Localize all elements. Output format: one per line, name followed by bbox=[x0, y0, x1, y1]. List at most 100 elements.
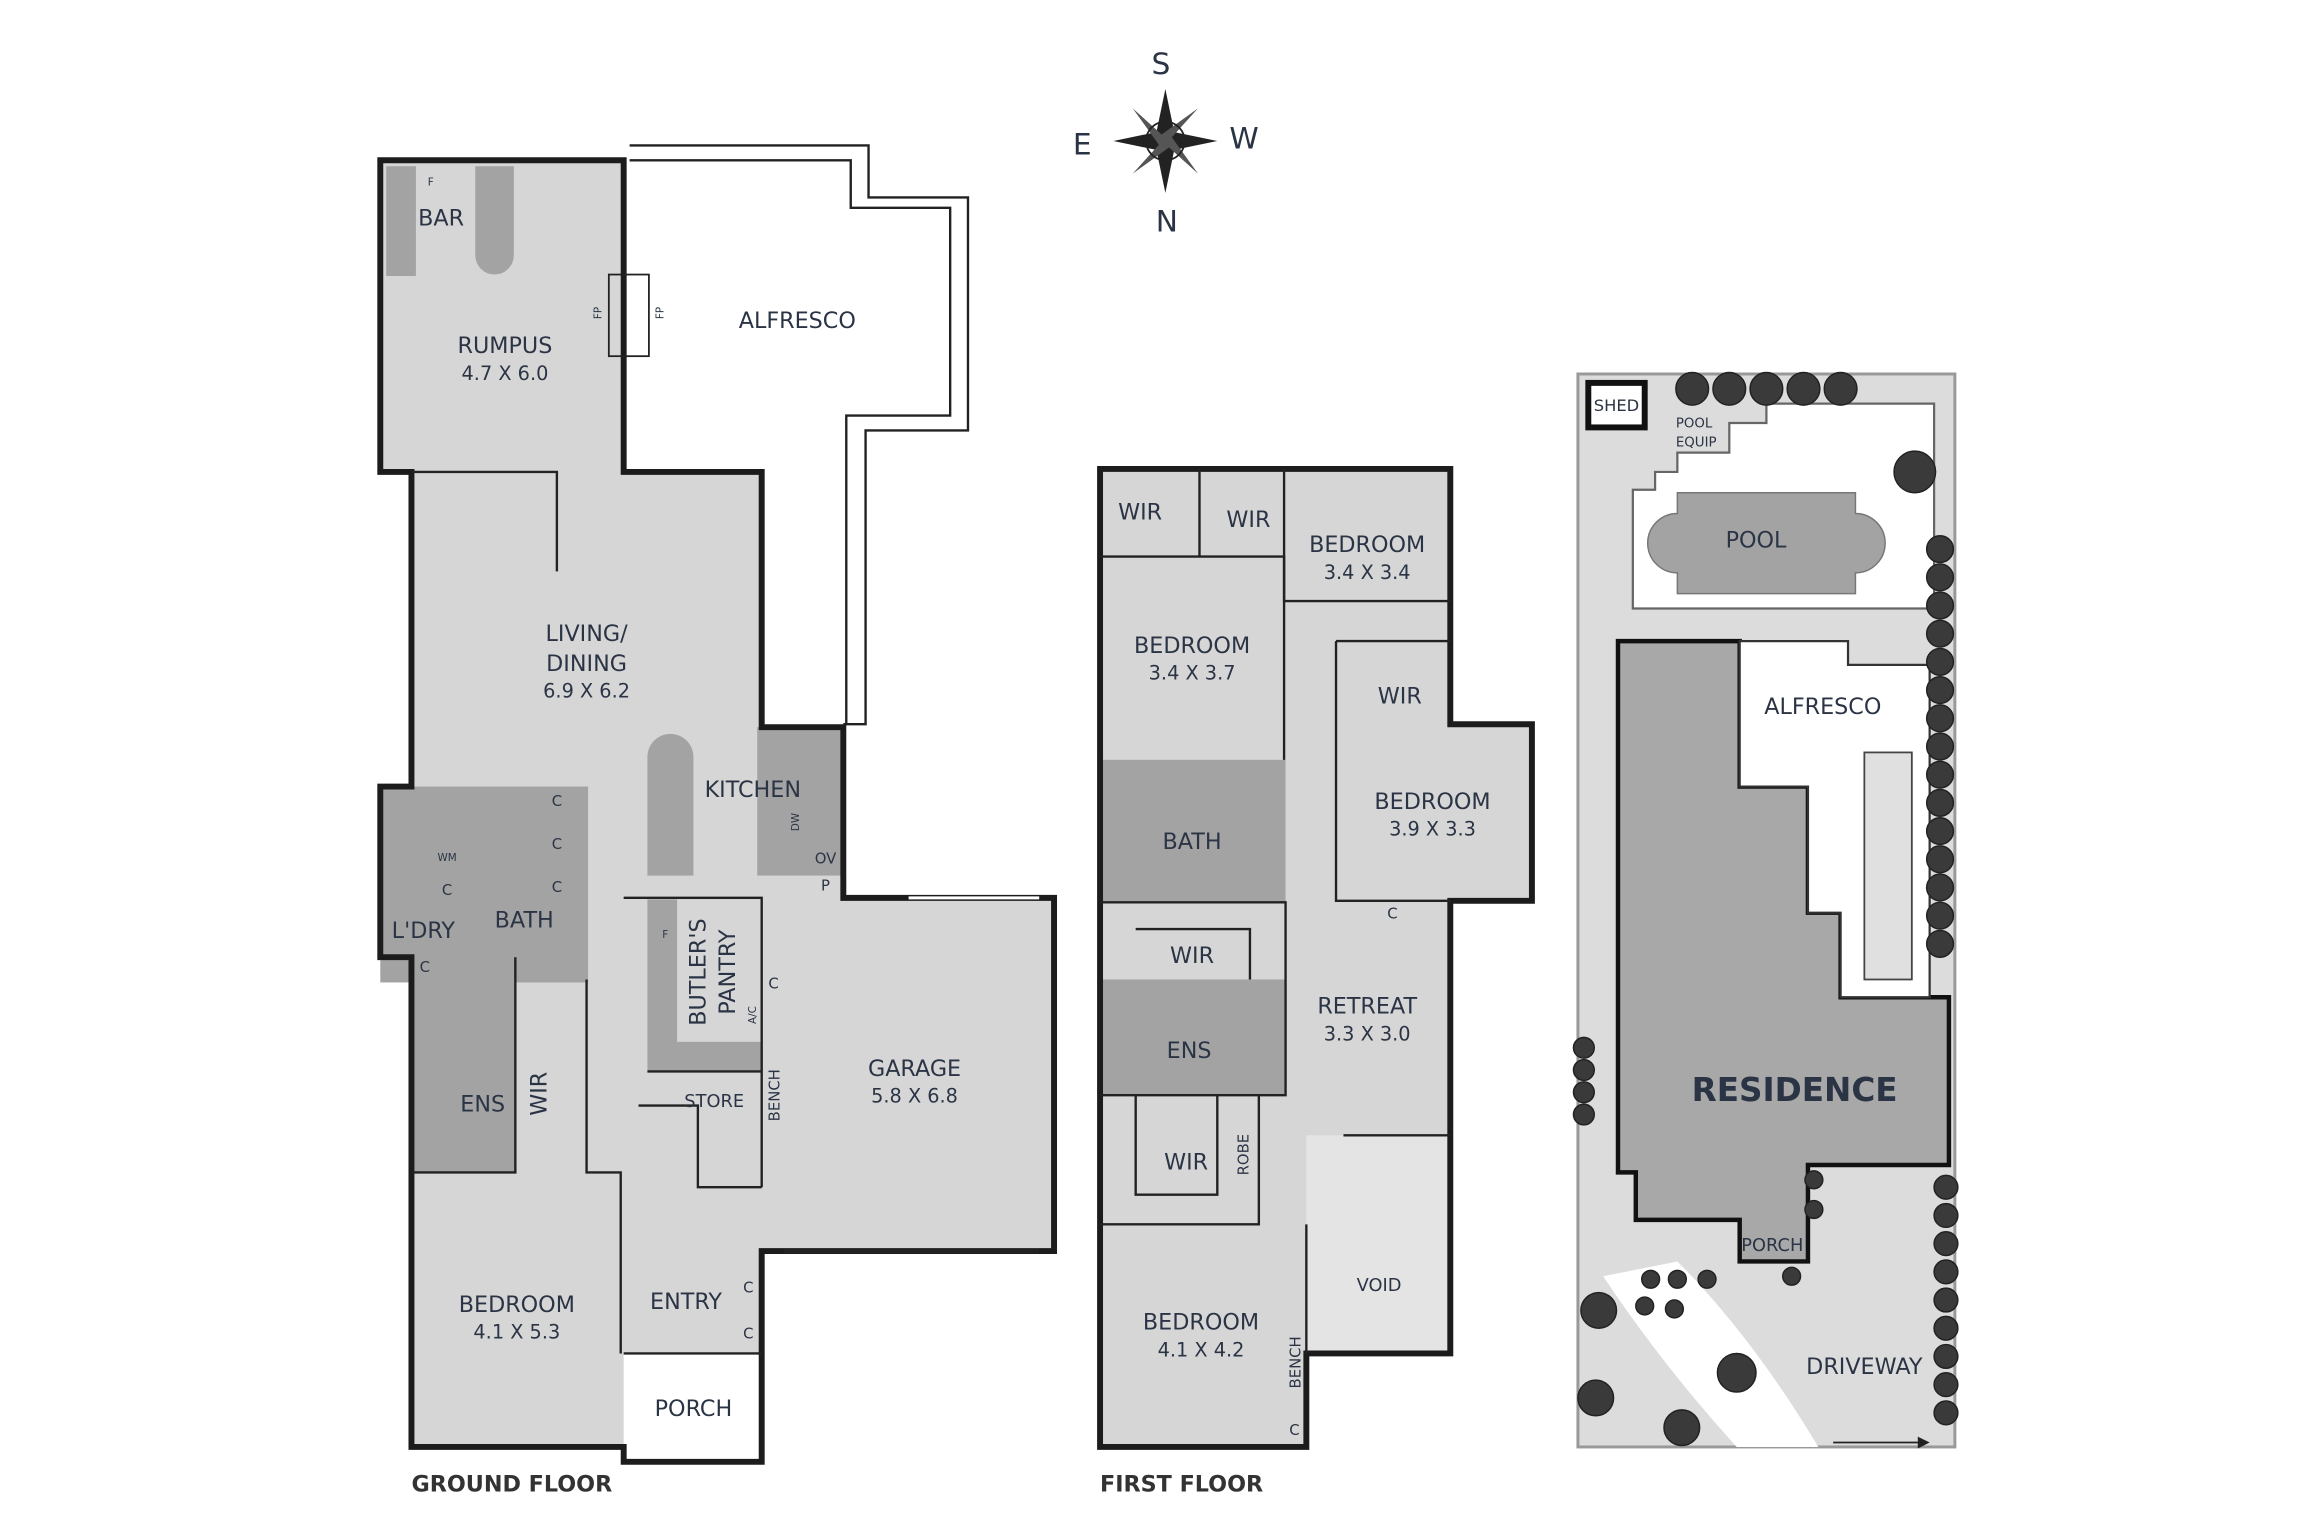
tree-icon bbox=[1925, 647, 1955, 676]
tree-icon bbox=[1804, 1199, 1824, 1220]
bar-label: BAR bbox=[418, 206, 464, 232]
site-plan bbox=[1572, 371, 1959, 1449]
tree-icon bbox=[1933, 1231, 1959, 1257]
air-con-label: A/C bbox=[747, 1006, 759, 1024]
retreat-size: 3.3 X 3.0 bbox=[1324, 1022, 1411, 1045]
shed-label: SHED bbox=[1594, 396, 1640, 415]
void-area bbox=[1306, 1135, 1451, 1354]
ensuite-label: ENS bbox=[460, 1092, 505, 1118]
robe-label: ROBE bbox=[1235, 1134, 1252, 1176]
porch-area bbox=[623, 1353, 762, 1462]
bath-label: BATH bbox=[1163, 829, 1222, 855]
cupboard-label: C bbox=[552, 879, 562, 896]
tree-icon bbox=[1933, 1174, 1959, 1200]
wir-label: WIR bbox=[527, 1072, 553, 1116]
pantry-label: P bbox=[821, 877, 830, 894]
bath-area bbox=[1100, 759, 1286, 903]
pool-equip-label-1: POOL bbox=[1676, 416, 1713, 431]
tree-icon bbox=[1925, 845, 1955, 874]
driveway-path bbox=[1603, 1261, 1819, 1447]
bedroom-label: BEDROOM bbox=[1143, 1310, 1259, 1336]
site-alfresco-label: ALFRESCO bbox=[1764, 694, 1881, 720]
ensuite-label: ENS bbox=[1167, 1038, 1212, 1064]
living-label-1: LIVING/ bbox=[546, 621, 629, 647]
washing-machine-label: WM bbox=[437, 852, 456, 864]
wir-label: WIR bbox=[1164, 1149, 1208, 1175]
cupboard-label: C bbox=[1387, 906, 1397, 923]
ground-floor-title: GROUND FLOOR bbox=[411, 1471, 612, 1497]
rumpus-size: 4.7 X 6.0 bbox=[462, 362, 549, 385]
pool-shape bbox=[1647, 491, 1886, 595]
living-size: 6.9 X 6.2 bbox=[543, 680, 630, 703]
cupboard-label: C bbox=[743, 1280, 753, 1297]
garage-size: 5.8 X 6.8 bbox=[871, 1085, 958, 1108]
fridge-label: F bbox=[428, 177, 434, 189]
cupboard-label: C bbox=[552, 836, 562, 853]
porch-label: PORCH bbox=[655, 1396, 733, 1422]
tree-icon bbox=[1925, 704, 1955, 733]
tree-icon bbox=[1925, 873, 1955, 902]
store-label: STORE bbox=[684, 1091, 744, 1112]
fireplace bbox=[607, 273, 650, 358]
bath-label: BATH bbox=[495, 908, 554, 934]
residence-label: RESIDENCE bbox=[1692, 1071, 1898, 1109]
compass-rose-icon bbox=[1113, 89, 1218, 193]
lap-pool bbox=[1863, 751, 1913, 981]
ensuite-area bbox=[1100, 979, 1286, 1096]
bedroom-label: BEDROOM bbox=[1134, 633, 1250, 659]
kitchen-label: KITCHEN bbox=[705, 777, 801, 803]
garage-label: GARAGE bbox=[868, 1056, 961, 1082]
bedroom-size: 4.1 X 4.2 bbox=[1158, 1338, 1245, 1361]
butlers-pantry-label-2: PANTRY bbox=[715, 929, 741, 1014]
bedroom-size: 4.1 X 5.3 bbox=[473, 1321, 560, 1344]
cupboard-label: C bbox=[442, 882, 452, 899]
retreat-label: RETREAT bbox=[1317, 994, 1417, 1020]
bar-island bbox=[475, 166, 514, 275]
tree-icon bbox=[1925, 732, 1955, 761]
tree-icon bbox=[1933, 1372, 1959, 1398]
alfresco-label: ALFRESCO bbox=[739, 308, 856, 334]
tree-icon bbox=[1572, 1036, 1595, 1059]
bedroom-size: 3.4 X 3.7 bbox=[1149, 662, 1236, 685]
bedroom-label: BEDROOM bbox=[459, 1292, 575, 1318]
tree-icon bbox=[1933, 1343, 1959, 1370]
first-floor-title: FIRST FLOOR bbox=[1100, 1471, 1263, 1497]
tree-icon bbox=[1664, 1299, 1685, 1319]
cupboard-label: C bbox=[552, 793, 562, 810]
tree-icon bbox=[1925, 929, 1955, 958]
pool-label: POOL bbox=[1726, 528, 1787, 554]
bedroom-label: BEDROOM bbox=[1374, 789, 1490, 815]
tree-icon bbox=[1925, 535, 1955, 564]
dishwasher-label: DW bbox=[790, 813, 802, 831]
tree-icon bbox=[1640, 1269, 1661, 1289]
ground-floor-area bbox=[380, 160, 1055, 1462]
ground-floor-walls bbox=[377, 157, 1058, 1465]
first-floor-plan bbox=[1097, 465, 1535, 1450]
kitchen-island bbox=[647, 733, 694, 876]
tree-icon bbox=[1804, 1170, 1824, 1190]
tree-icon bbox=[1933, 1202, 1959, 1229]
tree-icon bbox=[1749, 371, 1784, 406]
laundry-bath-area bbox=[380, 786, 589, 983]
tree-icon bbox=[1925, 675, 1955, 705]
butlers-pantry-label-1: BUTLER'S bbox=[685, 918, 711, 1025]
wir-label: WIR bbox=[1170, 943, 1214, 969]
tree-icon bbox=[1925, 563, 1955, 592]
bedroom-size: 3.4 X 3.4 bbox=[1324, 561, 1411, 584]
bedroom-size: 3.9 X 3.3 bbox=[1389, 818, 1476, 841]
bar-counter bbox=[386, 166, 416, 277]
tree-icon bbox=[1893, 450, 1937, 494]
pool-equip-label-2: EQUIP bbox=[1676, 436, 1717, 451]
bench-label: BENCH bbox=[767, 1069, 784, 1121]
tree-icon bbox=[1925, 591, 1955, 620]
tree-icon bbox=[1697, 1269, 1717, 1289]
wir-label: WIR bbox=[1378, 683, 1422, 709]
oven-label: OV bbox=[815, 851, 837, 868]
fireplace-label: FP bbox=[592, 307, 604, 319]
compass-south-label: S bbox=[1151, 46, 1170, 81]
tree-icon bbox=[1635, 1296, 1655, 1316]
wir-label: WIR bbox=[1226, 507, 1270, 533]
tree-icon bbox=[1925, 901, 1955, 930]
kitchen-counter bbox=[757, 727, 844, 876]
bench-label: BENCH bbox=[1287, 1336, 1304, 1388]
